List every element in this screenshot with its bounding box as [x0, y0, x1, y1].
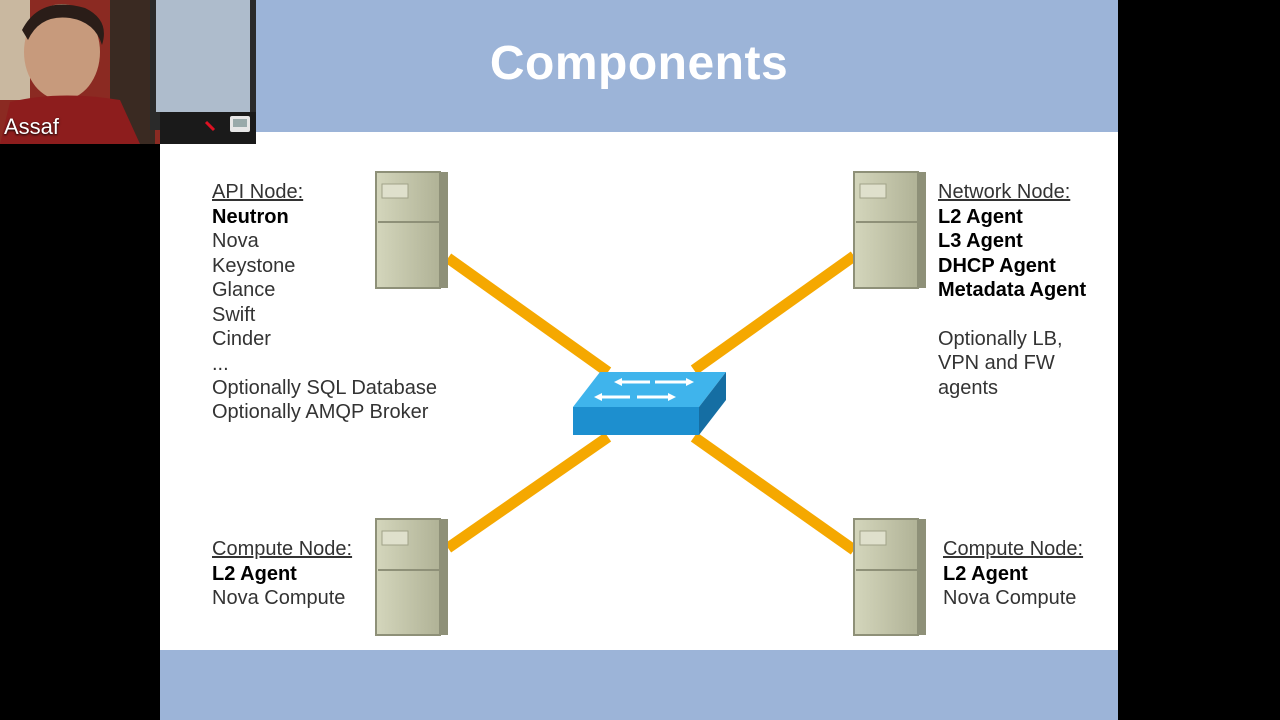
api-node-item: ...: [212, 352, 229, 375]
network-node-server-icon: [853, 171, 926, 289]
network-node-agent: L3 Agent: [938, 230, 1023, 252]
api-node-item: Nova: [212, 230, 259, 252]
network-node-agent: DHCP Agent: [938, 254, 1056, 277]
participant-name-label: Assaf: [4, 114, 60, 139]
compute-node-left-server-icon: [375, 518, 448, 636]
api-node-item: Neutron: [212, 205, 289, 228]
api-node-server-icon: [375, 171, 448, 289]
network-node-note: Optionally LB,: [938, 327, 1063, 350]
compute-node-heading: Compute Node:: [943, 538, 1084, 560]
network-node-note: agents: [938, 376, 999, 399]
presentation-slide: Components: [160, 0, 1118, 720]
network-node-agent: Metadata Agent: [938, 279, 1087, 301]
api-node-item: Optionally AMQP Broker: [212, 401, 429, 423]
api-node-item: Cinder: [212, 328, 271, 350]
link-api-switch: [444, 253, 612, 377]
link-compute-left-switch: [444, 432, 612, 553]
compute-node-right-server-icon: [853, 518, 926, 636]
link-compute-right-switch: [690, 432, 858, 555]
api-node-item: Optionally SQL Database: [212, 376, 437, 399]
network-switch-icon: [573, 372, 726, 435]
api-node-text: API Node: Neutron Nova Keystone Glance S…: [212, 180, 437, 425]
compute-node-right-text: Compute Node: L2 Agent Nova Compute: [943, 537, 1083, 611]
compute-node-heading: Compute Node:: [212, 538, 353, 560]
network-node-agent: L2 Agent: [938, 205, 1023, 228]
api-node-item: Swift: [212, 303, 256, 326]
compute-node-agent: L2 Agent: [943, 562, 1028, 585]
compute-node-item: Nova Compute: [943, 587, 1077, 609]
link-network-switch: [690, 251, 858, 375]
compute-node-item: Nova Compute: [212, 587, 346, 609]
compute-node-left-text: Compute Node: L2 Agent Nova Compute: [212, 537, 352, 611]
api-node-item: Keystone: [212, 254, 296, 277]
api-node-heading: API Node:: [212, 181, 304, 203]
compute-node-agent: L2 Agent: [212, 562, 297, 585]
network-node-heading: Network Node:: [938, 181, 1071, 203]
api-node-item: Glance: [212, 279, 276, 301]
webcam-video-overlay[interactable]: Assaf: [0, 0, 256, 144]
webcam-feed: [0, 0, 256, 144]
network-node-text: Network Node: L2 Agent L3 Agent DHCP Age…: [938, 180, 1086, 400]
network-node-note: VPN and FW: [938, 352, 1055, 374]
slide-title: Components: [489, 37, 789, 90]
